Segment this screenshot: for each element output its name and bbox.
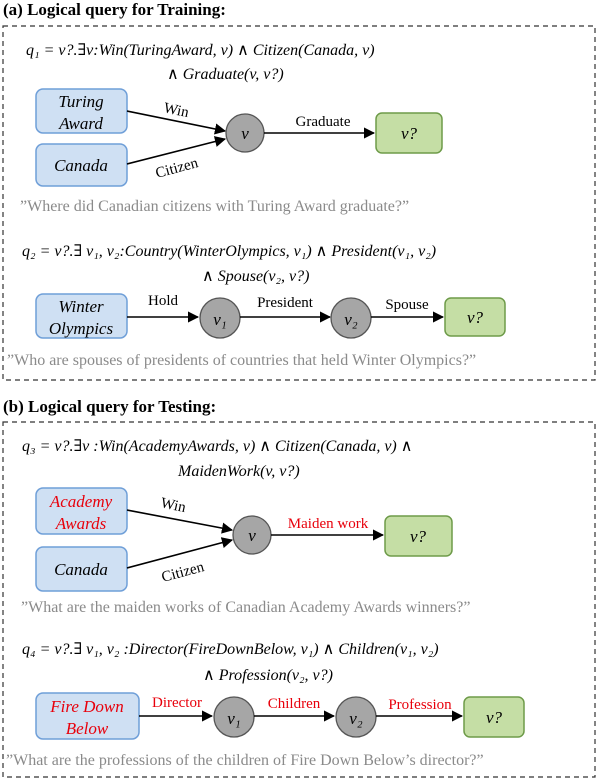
q3-anchor-canada bbox=[35, 546, 128, 592]
q2-anchor-label1: Winter bbox=[58, 297, 104, 316]
q4-formula-line2: ∧ Profession(v₂, v?) bbox=[203, 667, 333, 684]
q3-anchor-academy-label2: Awards bbox=[55, 514, 107, 533]
q2-target-node bbox=[444, 297, 506, 337]
q4-edge-children-label: Children bbox=[268, 696, 321, 712]
q2-question: ”Who are spouses of presidents of countr… bbox=[7, 352, 476, 369]
q4-graph: Fire Down Below Director v₁ Children v₂ … bbox=[35, 692, 525, 740]
q1-formula-line2: ∧ Graduate(v, v?) bbox=[167, 66, 284, 83]
q2-graph: Winter Olympics Hold v₁ President v₂ Spo… bbox=[35, 293, 506, 339]
q1-anchor-canada bbox=[35, 143, 128, 187]
q3-graph: Academy Awards Canada Win Citizen v Maid… bbox=[35, 487, 453, 592]
q4-node-v2 bbox=[335, 696, 377, 738]
q2-edge-president-label: President bbox=[257, 295, 314, 311]
q1-edge-graduate-label: Graduate bbox=[296, 114, 351, 130]
q3-edge-citizen bbox=[126, 537, 234, 569]
q3-anchor-canada-label: Canada bbox=[54, 560, 108, 579]
q2-node-v2 bbox=[330, 297, 372, 339]
q1-anchor-turing-label2: Award bbox=[58, 114, 103, 133]
q3-edge-win-label: Win bbox=[159, 495, 187, 516]
q4-anchor-label1: Fire Down bbox=[49, 697, 124, 716]
q4-target-node bbox=[463, 696, 525, 738]
q3-edge-win bbox=[126, 509, 234, 534]
section-a-frame bbox=[2, 25, 596, 381]
q1-target-node bbox=[375, 112, 443, 154]
q4-target-node-label: v? bbox=[486, 708, 503, 727]
q3-target-node bbox=[384, 515, 453, 557]
q3-formula-line2: MaidenWork(v, v?) bbox=[177, 463, 300, 480]
q4-node-v1-label: v₁ bbox=[227, 709, 240, 728]
q1-question: ”Where did Canadian citizens with Turing… bbox=[20, 198, 409, 215]
q2-edge-hold-label: Hold bbox=[148, 293, 179, 309]
q2-node-v2-label: v₂ bbox=[344, 310, 358, 329]
q4-node-v2-label: v₂ bbox=[349, 709, 363, 728]
section-b-title: (b) Logical query for Testing: bbox=[3, 397, 216, 416]
q2-formula-line1: q₂ = v?.∃ v₁, v₂:Country(WinterOlympics,… bbox=[22, 243, 436, 260]
q2-target-node-label: v? bbox=[467, 308, 484, 327]
section-a-title: (a) Logical query for Training: bbox=[3, 0, 226, 19]
q2-node-v1 bbox=[199, 297, 241, 339]
q3-edge-citizen-label: Citizen bbox=[160, 559, 206, 586]
q4-edge-director-label: Director bbox=[152, 695, 202, 711]
q1-anchor-turing-label1: Turing bbox=[58, 92, 103, 111]
q3-edge-maiden-work-label: Maiden work bbox=[288, 516, 369, 532]
q3-anchor-academy-awards bbox=[35, 487, 128, 535]
q4-question: ”What are the professions of the childre… bbox=[6, 752, 484, 769]
q1-edge-citizen-label: Citizen bbox=[154, 155, 200, 182]
q1-target-node-label: v? bbox=[401, 124, 418, 143]
q1-edge-citizen bbox=[126, 136, 227, 165]
q4-edge-profession-label: Profession bbox=[388, 697, 452, 713]
q3-formula-line1: q₃ = v?.∃v :Win(AcademyAwards, v) ∧ Citi… bbox=[22, 438, 412, 455]
q4-formula-line1: q₄ = v?.∃ v₁, v₂ :Director(FireDownBelow… bbox=[22, 641, 439, 658]
q1-edge-win-label: Win bbox=[162, 100, 190, 121]
q1-graph: Turing Award Canada Win Citizen v Gradua… bbox=[35, 88, 443, 187]
q3-target-node-label: v? bbox=[410, 527, 427, 546]
section-b-frame bbox=[2, 421, 596, 778]
q4-node-v1 bbox=[213, 696, 255, 738]
q3-question: ”What are the maiden works of Canadian A… bbox=[21, 599, 470, 616]
q2-node-v1-label: v₁ bbox=[213, 310, 226, 329]
q2-anchor-winter-olympics bbox=[35, 293, 128, 339]
q1-formula-line1: q₁ = v?.∃v:Win(TuringAward, v) ∧ Citizen… bbox=[26, 42, 375, 59]
q4-anchor-label2: Below bbox=[66, 719, 109, 738]
q2-formula-line2: ∧ Spouse(v₂, v?) bbox=[202, 268, 309, 285]
q2-anchor-label2: Olympics bbox=[49, 319, 114, 338]
q2-edge-spouse-label: Spouse bbox=[385, 297, 429, 313]
q3-var-node-label: v bbox=[248, 526, 256, 545]
q1-anchor-canada-label: Canada bbox=[54, 156, 108, 175]
q1-edge-win bbox=[126, 110, 227, 135]
q3-anchor-academy-label1: Academy bbox=[49, 492, 113, 511]
q1-var-node-label: v bbox=[241, 124, 249, 143]
